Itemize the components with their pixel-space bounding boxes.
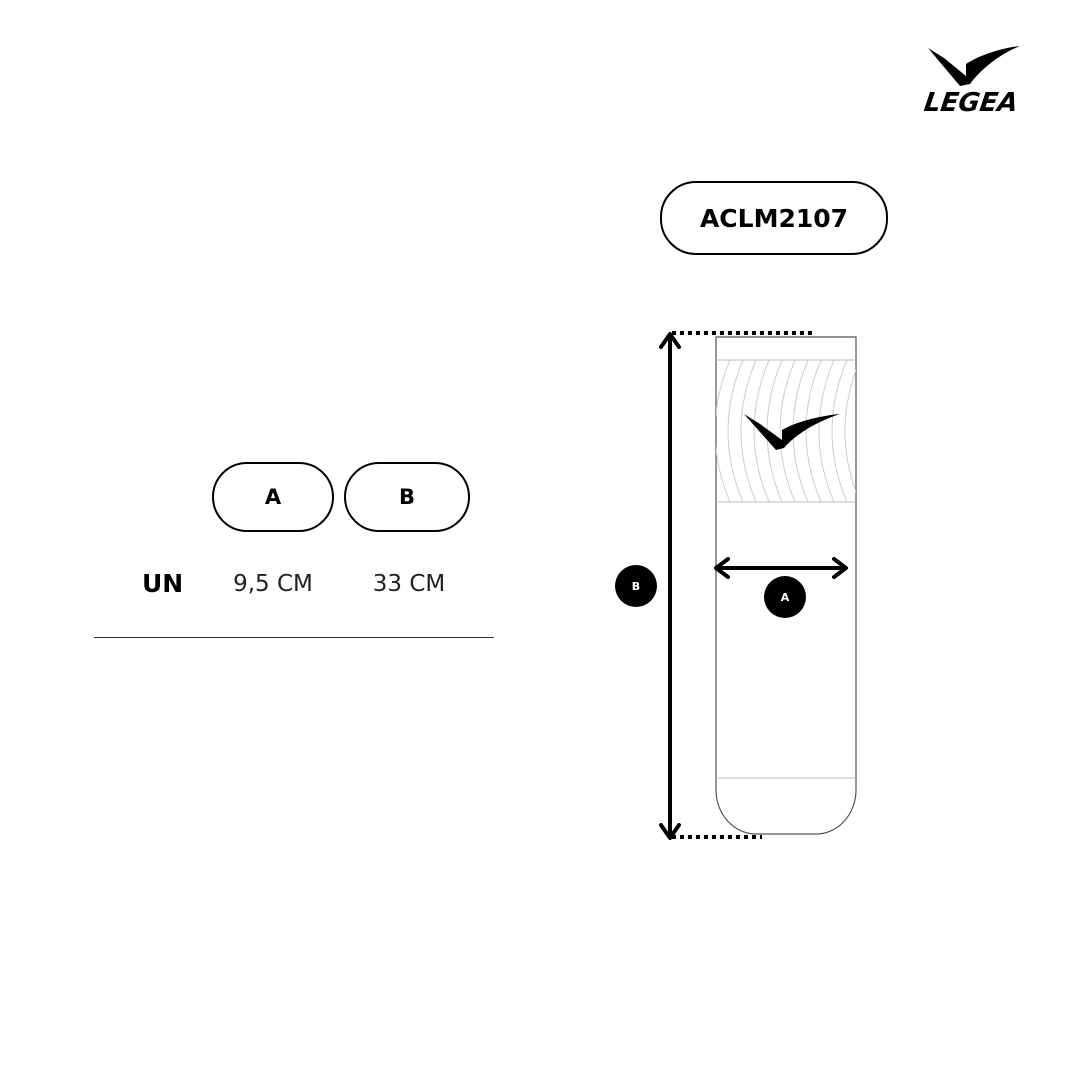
brand-logo: LEGEA: [912, 44, 1032, 120]
table-divider: [94, 637, 494, 638]
column-header-a: A: [212, 462, 334, 532]
legea-v-icon: [928, 46, 1020, 86]
band-pattern-arc: [753, 360, 770, 502]
size-value-b: 33 CM: [372, 571, 446, 597]
sock-diagram: B A: [615, 331, 873, 840]
band-pattern-arc: [844, 368, 856, 494]
dimension-b-arrow-bottom: [659, 823, 681, 840]
band-pattern-arc: [831, 360, 848, 502]
band-pattern-arc: [740, 360, 757, 502]
marker-a-circle: [764, 576, 806, 618]
dimension-b-arrow-top: [659, 332, 681, 349]
size-label: UN: [142, 569, 184, 598]
band-pattern-arc: [727, 360, 744, 502]
band-pattern-arc: [818, 360, 835, 502]
product-code-badge: ACLM2107: [660, 181, 888, 255]
marker-b-circle: [615, 565, 657, 607]
band-pattern-arc: [805, 360, 822, 502]
marker-b-label: B: [632, 580, 640, 593]
dimension-a-arrow-right: [832, 557, 848, 579]
band-pattern-arc: [716, 360, 731, 502]
sock-band-pattern: [716, 360, 873, 502]
band-pattern-arc: [779, 360, 796, 502]
size-value-a: 9,5 CM: [233, 571, 313, 597]
brand-wordmark: LEGEA: [922, 88, 1020, 118]
band-pattern-arc: [858, 360, 873, 502]
column-header-b: B: [344, 462, 470, 532]
marker-a-label: A: [781, 591, 790, 604]
size-table: A B UN 9,5 CM 33 CM: [94, 462, 494, 642]
sock-logo-icon: [744, 414, 840, 450]
dimension-a-arrow-left: [714, 557, 730, 579]
